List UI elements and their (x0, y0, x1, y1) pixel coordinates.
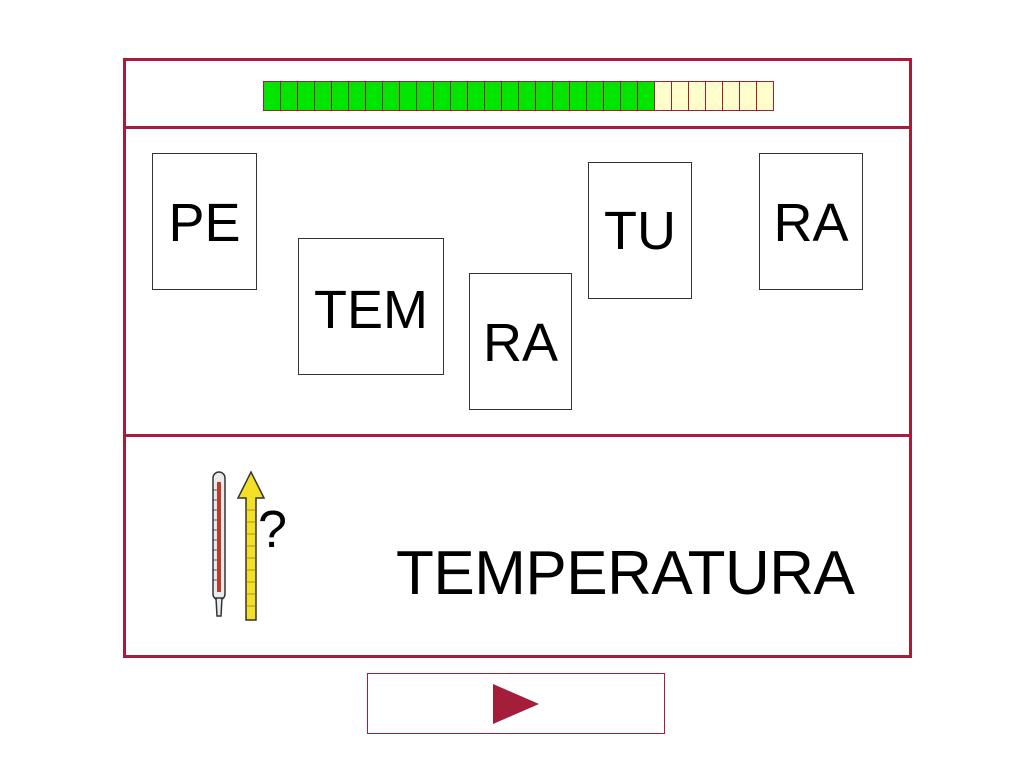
progress-segment-filled (586, 81, 604, 111)
progress-segment-filled (535, 81, 553, 111)
progress-segment-filled (348, 81, 366, 111)
answer-word: TEMPERATURA (396, 539, 855, 608)
progress-segment-filled (263, 81, 281, 111)
play-triangle-icon (493, 683, 539, 724)
progress-segment-filled (314, 81, 332, 111)
syllable-card-tem[interactable]: TEM (298, 238, 444, 375)
question-mark: ? (258, 501, 287, 559)
progress-bar (263, 81, 774, 111)
progress-segment-filled (603, 81, 621, 111)
progress-segment-filled (484, 81, 502, 111)
progress-segment-empty (705, 81, 723, 111)
progress-segment-filled (637, 81, 655, 111)
syllable-card-pe[interactable]: PE (152, 153, 257, 290)
progress-segment-empty (688, 81, 706, 111)
syllable-card-ra-2[interactable]: RA (759, 153, 863, 290)
arrow-up-icon (236, 470, 266, 621)
progress-segment-empty (671, 81, 689, 111)
syllable-card-ra[interactable]: RA (469, 273, 572, 410)
progress-segment-filled (450, 81, 468, 111)
progress-segment-filled (620, 81, 638, 111)
progress-segment-empty (654, 81, 672, 111)
progress-segment-filled (331, 81, 349, 111)
next-button[interactable] (367, 673, 665, 734)
progress-segment-filled (467, 81, 485, 111)
progress-segment-filled (569, 81, 587, 111)
progress-segment-filled (433, 81, 451, 111)
progress-segment-filled (399, 81, 417, 111)
progress-segment-filled (552, 81, 570, 111)
progress-segment-filled (297, 81, 315, 111)
progress-segment-filled (280, 81, 298, 111)
progress-segment-filled (518, 81, 536, 111)
progress-segment-empty (756, 81, 774, 111)
progress-segment-empty (739, 81, 757, 111)
thermometer-icon (212, 471, 226, 617)
progress-segment-filled (382, 81, 400, 111)
progress-segment-filled (416, 81, 434, 111)
progress-segment-empty (722, 81, 740, 111)
syllable-card-tu[interactable]: TU (588, 162, 692, 299)
progress-segment-filled (501, 81, 519, 111)
progress-segment-filled (365, 81, 383, 111)
